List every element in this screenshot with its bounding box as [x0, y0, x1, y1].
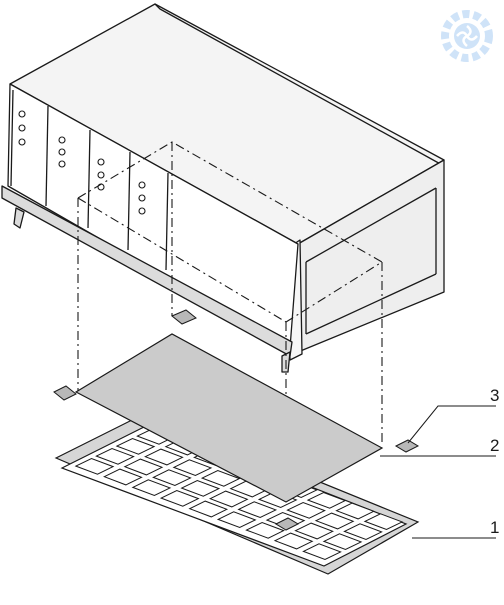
base-grille [54, 411, 420, 575]
grille-cell [208, 490, 249, 508]
foot-pad [274, 517, 300, 531]
grille-cell [74, 457, 115, 475]
grille-cell [188, 500, 229, 518]
grille-cell [273, 532, 314, 550]
fan-gear-icon [441, 10, 493, 62]
grille-cell [335, 502, 375, 520]
grille-cell [103, 468, 143, 486]
grille-cell [95, 447, 135, 465]
grille-cell [343, 523, 383, 541]
grille-cell [306, 491, 347, 509]
callout-2: 2 [490, 436, 499, 455]
grille-cell [322, 533, 363, 551]
grille-cell [314, 512, 355, 530]
insulation-sheet [74, 333, 384, 503]
callout-leaders [380, 405, 496, 539]
left-foot [13, 207, 25, 229]
foot-pads [53, 309, 420, 531]
grille-cell [245, 521, 285, 539]
foot-pad [394, 439, 420, 453]
grille-cell [286, 501, 326, 519]
foot-pad [171, 309, 197, 325]
grille-cell [302, 543, 342, 561]
grille-cell [152, 469, 192, 487]
callout-1: 1 [490, 518, 499, 537]
grille-cell [294, 522, 334, 540]
grille-cell [257, 491, 298, 509]
leader-3 [407, 405, 496, 444]
callout-3: 3 [490, 386, 499, 405]
grille-cell [363, 513, 404, 531]
grille-cell [123, 458, 164, 476]
grille-cell [115, 437, 156, 455]
grille-cell [159, 489, 200, 507]
grille-cell [144, 448, 184, 466]
grille-cell [237, 501, 278, 519]
grille-cell [172, 459, 213, 477]
instrument-case [1, 3, 445, 373]
grille-cell [131, 479, 172, 497]
module-knobs [18, 110, 146, 215]
foot-pad [53, 385, 77, 401]
grille-cell [216, 511, 257, 529]
grille-cell [200, 469, 241, 487]
grille-cell [180, 479, 221, 497]
